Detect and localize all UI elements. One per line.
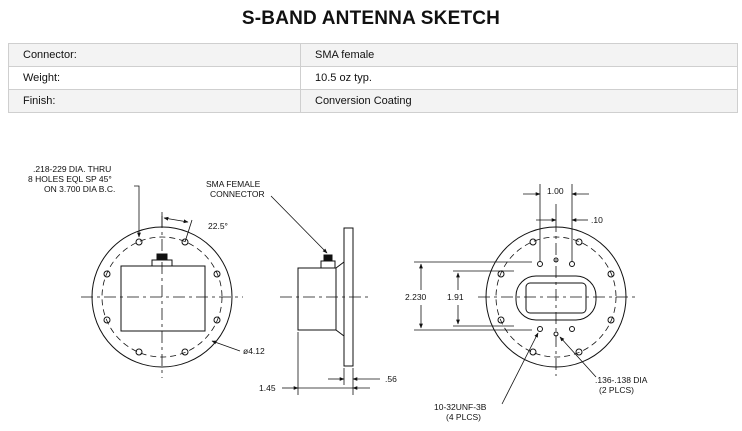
spec-table: Connector: SMA female Weight: 10.5 oz ty… <box>8 43 738 113</box>
bolt-hole <box>213 316 221 324</box>
table-row: Weight: 10.5 oz typ. <box>8 66 738 90</box>
bolt-hole <box>213 270 221 278</box>
bolt-hole <box>497 316 505 324</box>
angle-dimension <box>163 216 189 224</box>
spec-value: SMA female <box>300 43 738 67</box>
spec-value: 10.5 oz typ. <box>300 66 738 90</box>
thread-note-line-2: (4 PLCS) <box>446 412 481 422</box>
bolt-hole <box>135 348 143 356</box>
side-width-label: 1.45 <box>259 383 276 393</box>
pin-hole <box>553 331 559 337</box>
rear-top-dim-label: 1.00 <box>547 186 564 196</box>
bolt-hole <box>135 238 143 246</box>
front-labels: .218-229 DIA. THRU 8 HOLES EQL SP 45° ON… <box>28 164 265 356</box>
side-connector <box>323 254 333 262</box>
rear-labels: 1.00 .10 2.230 1.91 .136-.138 DIA (2 PLC… <box>405 186 648 422</box>
spec-label: Finish: <box>8 89 301 113</box>
spec-label: Weight: <box>8 66 301 90</box>
bolt-hole <box>181 348 189 356</box>
bolt-hole <box>181 238 189 246</box>
bolt-hole <box>529 348 537 356</box>
rear-view <box>414 184 636 405</box>
front-housing <box>120 265 206 332</box>
spec-value: Conversion Coating <box>300 89 738 113</box>
bolt-hole <box>103 316 111 324</box>
thread-hole <box>569 326 575 332</box>
diameter-leader <box>211 340 241 352</box>
connector-leader <box>270 195 328 254</box>
bolt-hole <box>575 348 583 356</box>
holes-leader <box>134 185 141 238</box>
bolt-hole <box>607 270 615 278</box>
side-labels: SMA FEMALE CONNECTOR 1.45 .56 <box>206 179 397 393</box>
spec-label: Connector: <box>8 43 301 67</box>
front-connector <box>156 253 168 261</box>
thread-hole <box>537 326 543 332</box>
hole-note-line-2: (2 PLCS) <box>599 385 634 395</box>
rear-outer-height-label: 2.230 <box>405 292 427 302</box>
side-view <box>270 195 380 395</box>
hole-note-leader <box>559 336 597 378</box>
thread-note-leader <box>501 332 539 405</box>
thread-hole <box>569 261 575 267</box>
table-row: Connector: SMA female <box>8 43 738 67</box>
thread-note-line-1: 10-32UNF-3B <box>434 402 487 412</box>
front-note-line-3: ON 3.700 DIA B.C. <box>44 184 115 194</box>
page-title: S-BAND ANTENNA SKETCH <box>241 8 501 29</box>
rear-inner-height-label: 1.91 <box>447 292 464 302</box>
angle-label: 22.5° <box>208 221 228 231</box>
table-row: Finish: Conversion Coating <box>8 89 738 113</box>
bolt-hole <box>607 316 615 324</box>
front-note-line-1: .218-229 DIA. THRU <box>33 164 111 174</box>
side-housing-step <box>335 261 345 337</box>
hole-note-line-1: .136-.138 DIA <box>595 375 648 385</box>
bolt-hole <box>103 270 111 278</box>
rear-small-dim-label: .10 <box>591 215 603 225</box>
connector-note-line-2: CONNECTOR <box>210 189 265 199</box>
bolt-hole <box>529 238 537 246</box>
bolt-hole <box>575 238 583 246</box>
front-view <box>81 185 243 378</box>
side-flange-label: .56 <box>385 374 397 384</box>
connector-note-line-1: SMA FEMALE <box>206 179 261 189</box>
side-connector-base <box>320 260 336 269</box>
pin-hole <box>553 257 559 263</box>
side-housing <box>297 267 337 331</box>
diameter-label: ø4.12 <box>243 346 265 356</box>
thread-hole <box>537 261 543 267</box>
front-note-line-2: 8 HOLES EQL SP 45° <box>28 174 112 184</box>
